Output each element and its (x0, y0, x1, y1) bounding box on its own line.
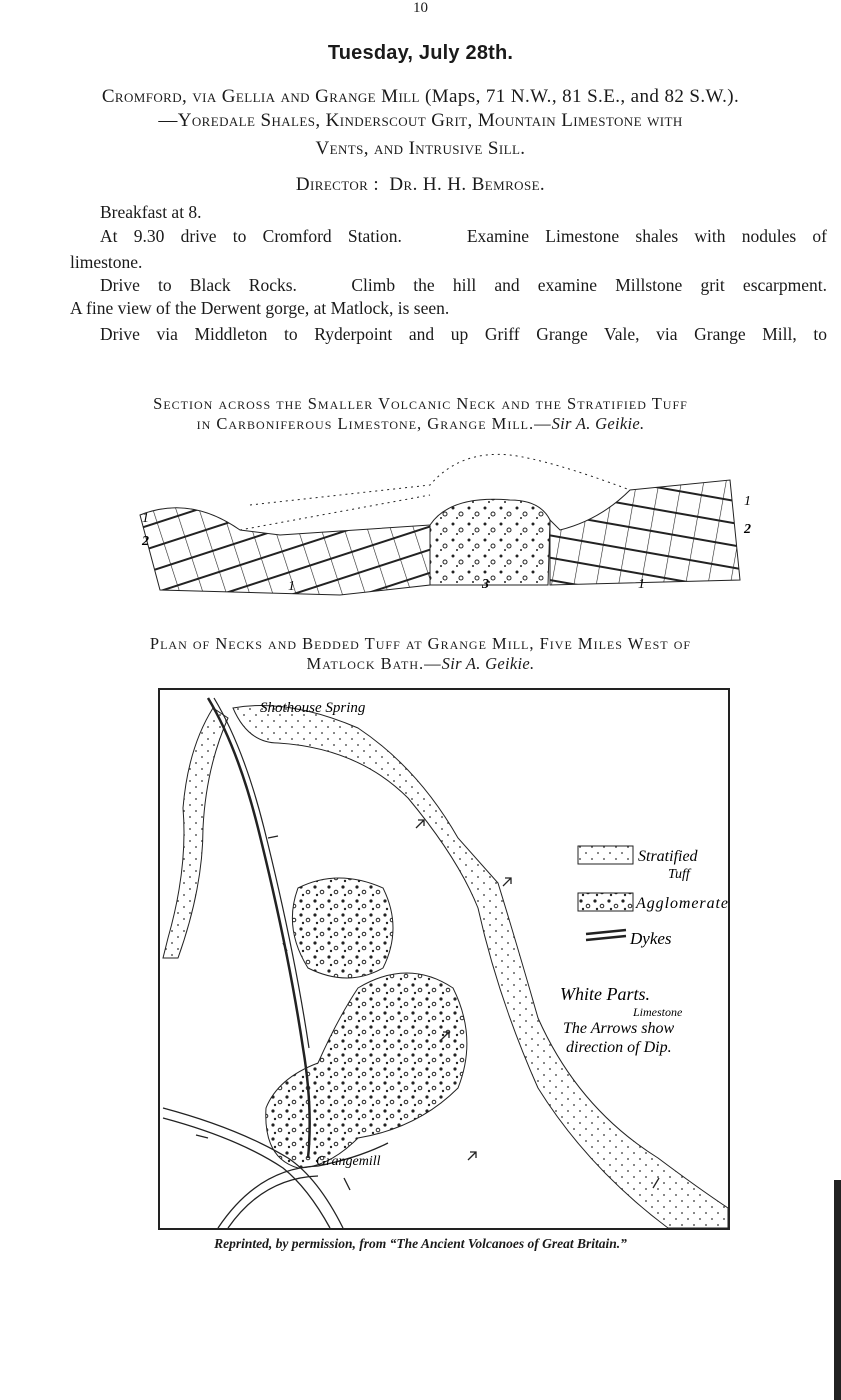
itinerary-line: Drive via Middleton to Ryderpoint and up… (100, 324, 827, 344)
plan-caption: Plan of Necks and Bedded Tuff at Grange … (149, 634, 692, 653)
legend-stratified: Stratified (638, 848, 699, 865)
plan-map: Shothouse Spring Grangemill Stratified T… (158, 688, 730, 1230)
neck-label: 3 (481, 577, 489, 592)
section-caption-cont: in Carboniferous Limestone, Grange Mill.… (0, 414, 841, 434)
bed-label: 1 (142, 511, 149, 526)
limestone-beds-right (549, 479, 741, 586)
legend-tuff: Tuff (668, 867, 692, 882)
section-caption-text: in Carboniferous Limestone, Grange Mill.… (196, 414, 552, 433)
director-label: Director : (295, 174, 380, 195)
map-frame (158, 688, 730, 1230)
itinerary-line: Breakfast at 8. (100, 202, 202, 222)
page-number: 10 (413, 0, 428, 16)
legend-dip: direction of Dip. (566, 1039, 672, 1056)
legend-agglomerate: Agglomerate (635, 895, 728, 912)
itinerary-line: A fine view of the Derwent gorge, at Mat… (70, 298, 450, 318)
route-name: Cromford, via Gellia and Grange Mill (101, 86, 420, 107)
stream (213, 697, 310, 1049)
plan-caption-author: Sir A. Geikie. (441, 654, 535, 673)
legend-arrows: The Arrows show (563, 1020, 674, 1037)
grangemill-label: Grangemill (316, 1154, 381, 1169)
day-heading: Tuesday, July 28th. (327, 42, 514, 64)
director-line: Director : Dr. H. H. Bemrose. (0, 174, 841, 196)
reprint-note: Reprinted, by permission, from “The Anci… (214, 1236, 627, 1251)
agglomerate-neck-north (291, 877, 394, 979)
tuff-legend-swatch (577, 845, 634, 865)
stratified-tuff-band-west (162, 707, 229, 959)
stratified-tuff-band (232, 705, 729, 1229)
itinerary-line: limestone. (70, 252, 143, 272)
legend-limestone: Limestone (632, 1005, 683, 1019)
bed-label: 1 (744, 494, 751, 509)
plan-caption-text: Matlock Bath.— (306, 654, 442, 673)
itinerary-line: At 9.30 drive to Cromford Station. Exami… (100, 226, 827, 246)
excursion-formations: —Yoredale Shales, Kinderscout Grit, Moun… (158, 110, 683, 131)
scan-edge (834, 1180, 841, 1400)
limestone-beds-left (139, 507, 431, 596)
eroded-surface-dotted (239, 453, 631, 531)
map-legend: Stratified Tuff Agglomerate Dykes White … (560, 845, 728, 1056)
agglomerate-neck-south (265, 972, 468, 1169)
section-caption: Section across the Smaller Volcanic Neck… (153, 394, 688, 413)
director-name: Dr. H. H. Bemrose. (389, 174, 546, 195)
dip-arrows (195, 819, 660, 1191)
bed-label: 1 (638, 577, 645, 592)
section-diagram: 1 2 1 2 1 3 1 (139, 453, 751, 596)
agglomerate-legend-swatch (577, 892, 634, 912)
itinerary-line: Drive to Black Rocks. Climb the hill and… (100, 275, 827, 295)
dyke-legend-swatch (585, 928, 627, 942)
legend-white-parts: White Parts. (560, 984, 650, 1004)
roads (162, 1107, 389, 1229)
bed-label: 1 (288, 579, 295, 594)
plan-caption-cont: Matlock Bath.—Sir A. Geikie. (0, 654, 841, 674)
shothouse-spring-label: Shothouse Spring (260, 700, 366, 716)
section-caption-author: Sir A. Geikie. (551, 414, 645, 433)
excursion-route: Cromford, via Gellia and Grange Mill (Ma… (0, 86, 841, 108)
legend-dykes: Dykes (629, 929, 672, 948)
route-maps: (Maps, 71 N.W., 81 S.E., and 82 S.W.). (419, 86, 740, 107)
volcanic-neck (429, 498, 551, 586)
bed-label: 2 (743, 522, 751, 537)
excursion-formations-cont: Vents, and Intrusive Sill. (315, 138, 526, 159)
bed-label: 2 (141, 534, 149, 549)
dyke (206, 697, 311, 1159)
